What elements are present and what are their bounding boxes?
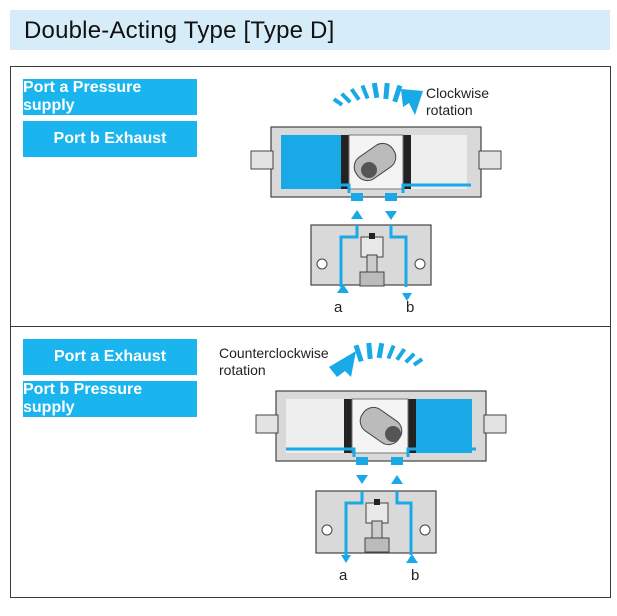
rotation-arrow-counterclockwise-icon	[329, 342, 424, 377]
flow-arrow-icon	[356, 475, 403, 484]
solenoid-valve	[310, 224, 432, 287]
panel-counterclockwise: Port a Exhaust Port b Pressure supply Co…	[10, 326, 611, 598]
port-a-pressure-label: Port a Pressure supply	[23, 79, 197, 115]
actuator-diagram-counterclockwise	[255, 342, 507, 563]
port-b-label: b	[411, 567, 420, 584]
page-title: Double-Acting Type [Type D]	[24, 17, 335, 44]
port-b-exhaust-label: Port b Exhaust	[23, 121, 197, 157]
actuator-diagram-clockwise	[250, 82, 502, 301]
flow-arrow-icon	[351, 210, 397, 220]
port-a-exhaust-label: Port a Exhaust	[23, 339, 197, 375]
solenoid-valve	[315, 490, 437, 555]
actuator-body	[250, 126, 502, 201]
actuator-body	[255, 390, 507, 465]
port-b-pressure-label: Port b Pressure supply	[23, 381, 197, 417]
rotation-arrow-clockwise-icon	[332, 82, 423, 115]
port-a-label: a	[339, 567, 348, 584]
port-b-label: b	[406, 299, 415, 316]
port-a-label: a	[334, 299, 343, 316]
header-bar: Double-Acting Type [Type D]	[10, 10, 610, 50]
panel-clockwise: Port a Pressure supply Port b Exhaust Cl…	[10, 66, 611, 328]
